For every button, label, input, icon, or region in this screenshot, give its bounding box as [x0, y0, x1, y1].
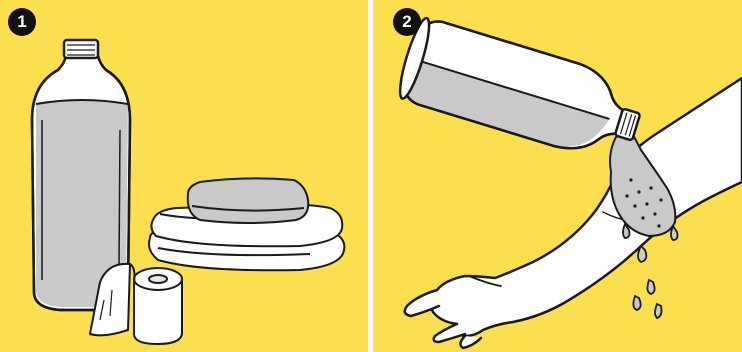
step-1-badge: 1	[8, 8, 36, 36]
step-1-panel: 1	[0, 0, 368, 352]
step-1-illustration	[0, 0, 368, 352]
tape-roll	[90, 264, 182, 344]
step-2-badge: 2	[393, 8, 421, 36]
step-2-illustration	[373, 0, 742, 352]
step-2-panel: 2	[373, 0, 742, 352]
gauze-pad	[188, 178, 309, 223]
